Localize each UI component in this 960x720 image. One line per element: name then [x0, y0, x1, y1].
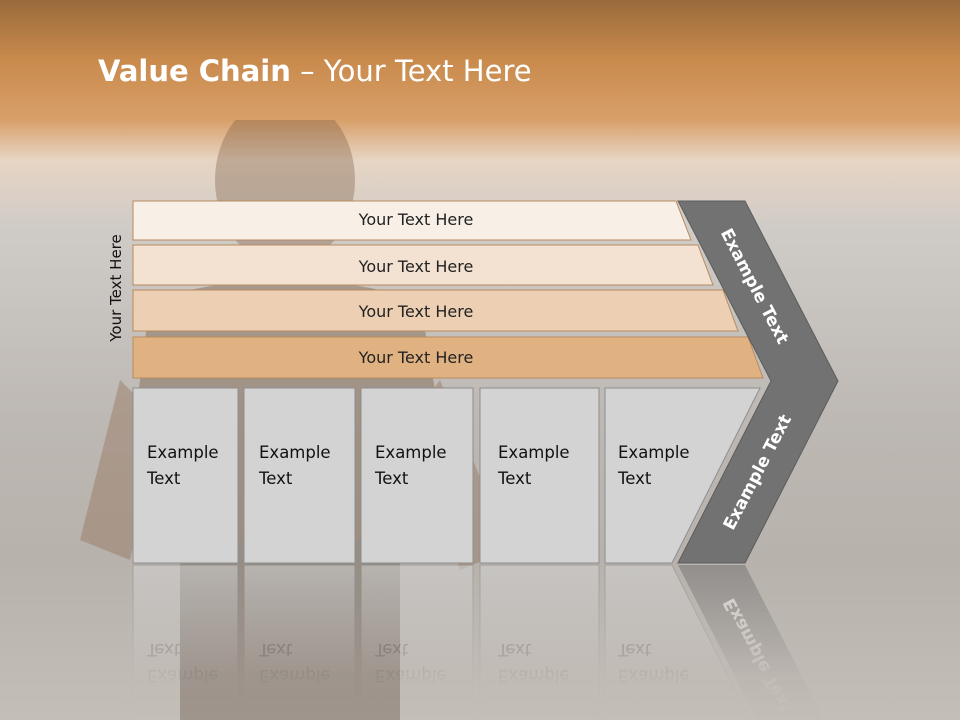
chevron-shape [677, 200, 839, 564]
title-bold: Value Chain [98, 54, 291, 88]
primary-box-2-line2: Text [258, 469, 293, 488]
support-bar-4-label: Your Text Here [358, 348, 474, 367]
reflected-box-3-line1: Example [375, 666, 447, 685]
slide-title: Value Chain – Your Text Here [98, 54, 532, 88]
primary-box-2 [243, 387, 356, 564]
reflected-box-5-line1: Example [618, 666, 690, 685]
primary-box-1 [132, 387, 239, 564]
support-bar-3-label: Your Text Here [358, 302, 474, 321]
support-bar-4 [132, 336, 764, 379]
primary-box-1-line1: Example [147, 443, 219, 462]
reflected-box-1-line1: Example [147, 666, 219, 685]
support-bar-3 [132, 289, 739, 332]
reflected-box-4-line2: Text [497, 640, 532, 659]
primary-box-3-line2: Text [374, 469, 409, 488]
primary-box-5-line2: Text [617, 469, 652, 488]
primary-box-2-line1: Example [259, 443, 331, 462]
primary-box-4-line1: Example [498, 443, 570, 462]
reflected-box-4-line1: Example [498, 666, 570, 685]
primary-box-3 [360, 387, 474, 564]
primary-box-4 [479, 387, 600, 564]
support-bars: Your Text Here Your Text Here Your Text … [132, 200, 764, 379]
primary-box-4-line2: Text [497, 469, 532, 488]
support-bar-2 [132, 244, 714, 286]
reflected-box-3-line2: Text [374, 640, 409, 659]
reflected-box-5-line2: Text [617, 640, 652, 659]
reflected-chevron-shape [678, 565, 825, 720]
primary-boxes: Example Text Example Text Example Text E… [132, 387, 761, 564]
primary-box-1-line2: Text [146, 469, 181, 488]
diagram-reflection: Example Text Example Text Example Text E… [132, 564, 825, 720]
primary-box-5 [604, 387, 761, 564]
reflected-box-1-line2: Text [146, 640, 181, 659]
primary-box-3-line1: Example [375, 443, 447, 462]
support-bar-1 [132, 200, 692, 241]
reflected-box-2-line1: Example [259, 666, 331, 685]
support-bar-1-label: Your Text Here [358, 210, 474, 229]
primary-box-5-line1: Example [618, 443, 690, 462]
support-bar-2-label: Your Text Here [358, 257, 474, 276]
title-rest: – Your Text Here [290, 54, 532, 88]
reflected-box-2-line2: Text [258, 640, 293, 659]
